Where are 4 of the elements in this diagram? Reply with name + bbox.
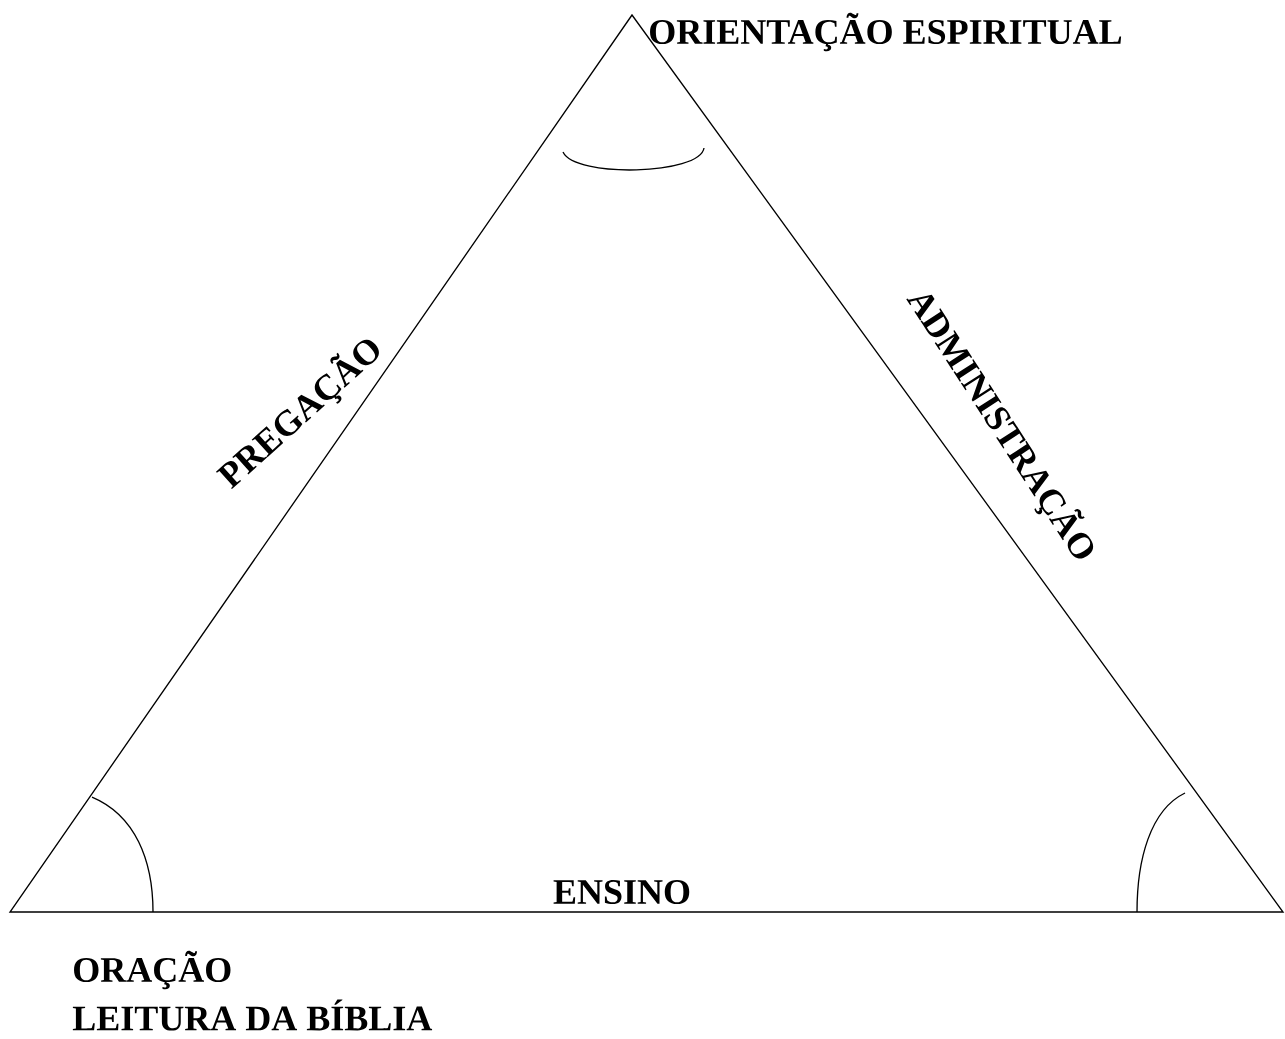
vertex-label: ORAÇÃO [74,950,231,990]
vertex-label: ORIENTAÇÃO ESPIRITUAL [650,12,1122,52]
vertex-label: ENSINO [553,879,690,905]
vertex-label: LEITURA DA BÍBLIA [72,999,433,1031]
